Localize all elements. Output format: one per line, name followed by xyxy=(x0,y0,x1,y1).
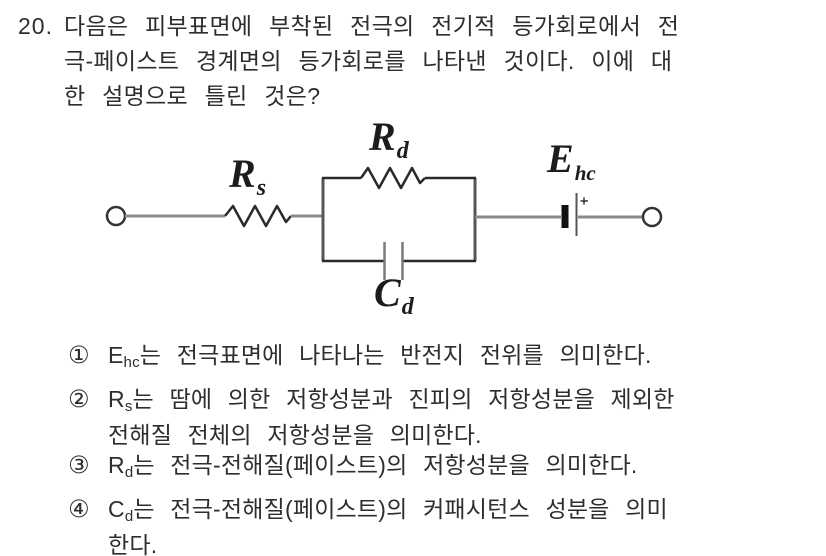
question-text: 다음은 피부표면에 부착된 전극의 전기적 등가회로에서 전 극-페이스트 경계… xyxy=(64,9,806,114)
label-rd: Rd xyxy=(369,114,409,164)
choice-2: ② Rs는 땀에 의한 저항성분과 진피의 저항성분을 제외한 전해질 전체의 … xyxy=(68,385,675,450)
choice-1: ① Ehc는 전극표면에 나타나는 반전지 전위를 의미한다. xyxy=(68,341,652,377)
choice-1-text: Ehc는 전극표면에 나타나는 반전지 전위를 의미한다. xyxy=(108,341,652,377)
label-ehc-sub: hc xyxy=(574,161,596,185)
circuit-diagram: Rs Rd Cd Ehc xyxy=(0,110,826,325)
choice-4-text: Cd는 전극-전해질(페이스트)의 커패시턴스 성분을 의미 한다. xyxy=(108,495,668,556)
choice-4-symbol: Cd xyxy=(108,496,134,525)
question-block: 20. 다음은 피부표면에 부착된 전극의 전기적 등가회로에서 전 극-페이스… xyxy=(18,9,806,114)
label-rs-main: R xyxy=(229,151,256,196)
question-line-2: 극-페이스트 경계면의 등가회로를 나타낸 것이다. 이에 대 xyxy=(64,48,673,74)
choice-2-text: Rs는 땀에 의한 저항성분과 진피의 저항성분을 제외한 전해질 전체의 저항… xyxy=(108,385,675,450)
choice-2-symbol: Rs xyxy=(108,386,133,415)
choice-4-marker: ④ xyxy=(68,496,90,523)
circuit-svg xyxy=(105,166,663,280)
label-cd: Cd xyxy=(374,270,414,320)
choice-3-symbol: Rd xyxy=(108,452,134,481)
resistor-rs-symbol xyxy=(224,204,292,228)
label-rd-sub: d xyxy=(396,138,409,164)
right-terminal-icon xyxy=(641,206,663,228)
choice-3: ③ Rd는 전극-전해질(페이스트)의 저항성분을 의미한다. xyxy=(68,451,638,487)
choice-4-line-1: 는 전극-전해질(페이스트)의 커패시턴스 성분을 의미 xyxy=(133,496,668,522)
choice-1-line-1: 는 전극표면에 나타나는 반전지 전위를 의미한다. xyxy=(139,342,652,368)
left-terminal-icon xyxy=(105,205,127,227)
choice-4: ④ Cd는 전극-전해질(페이스트)의 커패시턴스 성분을 의미 한다. xyxy=(68,495,668,556)
resistor-rd-symbol xyxy=(359,166,426,190)
choice-2-line-2: 전해질 전체의 저항성분을 의미한다. xyxy=(108,422,482,448)
question-number: 20. xyxy=(18,13,53,39)
label-rs-sub: s xyxy=(256,175,267,201)
choice-2-line-1: 는 땀에 의한 저항성분과 진피의 저항성분을 제외한 xyxy=(132,386,675,412)
choice-1-symbol: Ehc xyxy=(108,342,140,371)
choice-1-marker: ① xyxy=(68,342,90,369)
choice-3-marker: ③ xyxy=(68,452,90,479)
choice-2-marker: ② xyxy=(68,386,90,413)
question-line-1: 다음은 피부표면에 부착된 전극의 전기적 등가회로에서 전 xyxy=(64,13,680,39)
question-line-3: 한 설명으로 틀린 것은? xyxy=(64,83,321,109)
label-ehc: Ehc xyxy=(547,139,596,184)
label-rs: Rs xyxy=(229,151,267,201)
choice-3-text: Rd는 전극-전해질(페이스트)의 저항성분을 의미한다. xyxy=(108,451,638,487)
battery-short-plate xyxy=(561,205,569,228)
label-cd-main: C xyxy=(374,270,401,315)
label-cd-sub: d xyxy=(401,294,414,320)
choice-4-line-2: 한다. xyxy=(108,532,158,556)
label-rd-main: R xyxy=(369,114,396,159)
choice-3-line-1: 는 전극-전해질(페이스트)의 저항성분을 의미한다. xyxy=(133,452,638,478)
label-ehc-main: E xyxy=(547,136,574,181)
